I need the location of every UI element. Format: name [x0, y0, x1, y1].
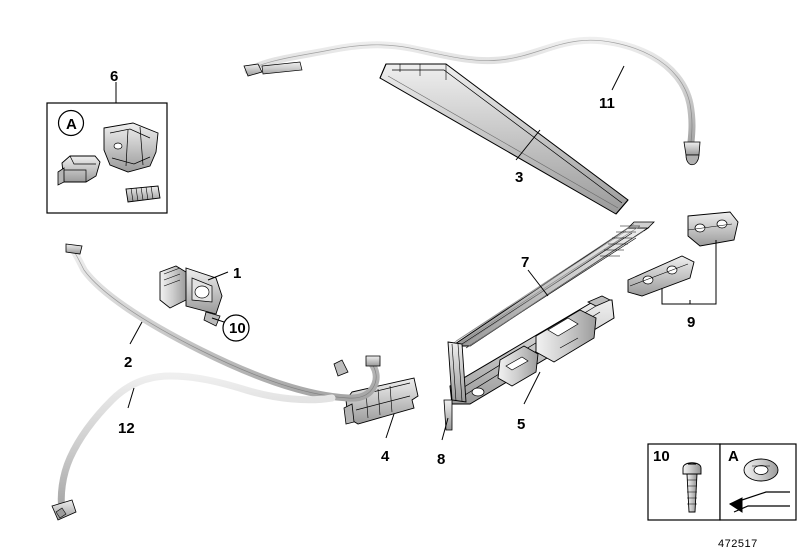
screw-head-icon — [743, 458, 779, 482]
inset-letter-a: A — [66, 116, 77, 133]
inset-ribbed-strip — [125, 185, 161, 203]
drain-hose-2 — [65, 243, 381, 402]
callout-2: 2 — [124, 354, 133, 371]
callout-6: 6 — [110, 68, 119, 85]
inset-bracket-b — [103, 122, 159, 173]
roof-trim-rail-3 — [379, 63, 629, 215]
callout-4: 4 — [381, 448, 390, 465]
legend-boxes — [647, 443, 797, 521]
callout-9: 9 — [687, 314, 696, 331]
ribbed-blind-7 — [450, 221, 655, 351]
callout-1: 1 — [233, 265, 242, 282]
callout-8: 8 — [437, 451, 446, 468]
thin-rail-8 — [441, 341, 467, 441]
callout-5: 5 — [517, 416, 526, 433]
guide-rail-mechanism-5 — [449, 295, 615, 405]
inset-box-6 — [46, 82, 168, 214]
drain-hose-12 — [51, 372, 336, 521]
callout-3: 3 — [515, 169, 524, 186]
legend-number-10: 10 — [653, 448, 670, 465]
diagram-part-number: 472517 — [718, 538, 758, 550]
callout-12: 12 — [118, 420, 135, 437]
arrow-icon — [729, 491, 790, 513]
drive-motor-1 — [159, 265, 250, 342]
inset-clip-a — [57, 155, 101, 186]
screw-icon — [682, 462, 702, 513]
callout-7: 7 — [521, 254, 530, 271]
bracket-pair-9 — [627, 211, 739, 305]
slider-bracket-4 — [343, 377, 419, 439]
callout-10: 10 — [229, 320, 246, 337]
legend-letter-a: A — [728, 448, 739, 465]
callout-11: 11 — [599, 95, 615, 112]
drain-hose-11 — [243, 36, 701, 166]
